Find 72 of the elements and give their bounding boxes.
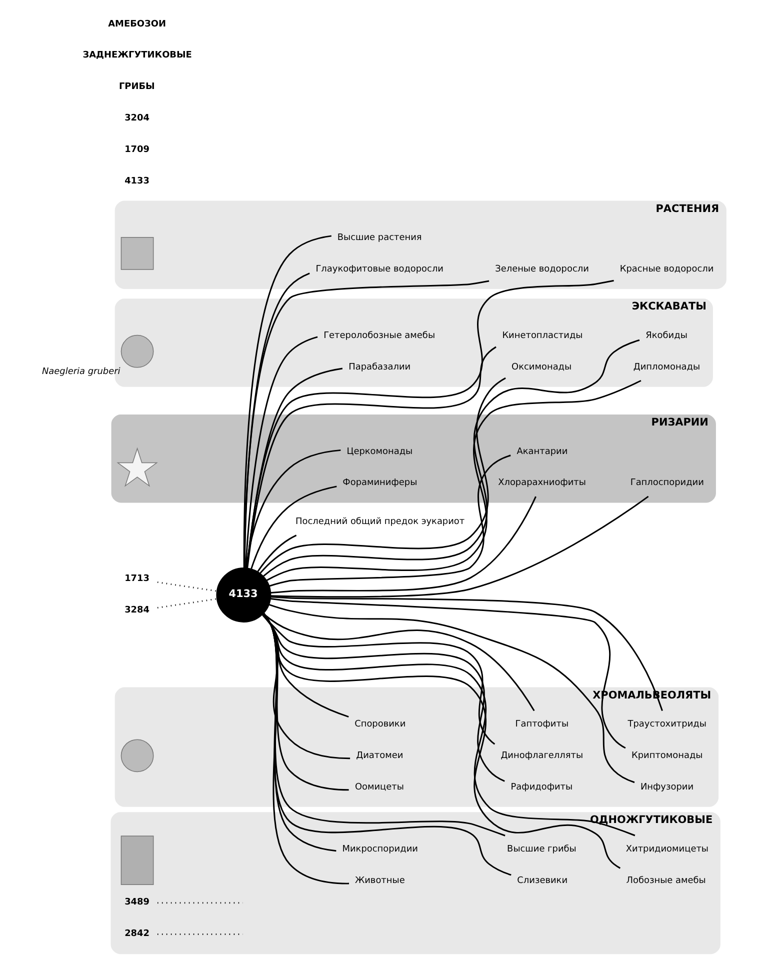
connector	[269, 454, 511, 587]
connector	[262, 614, 636, 836]
node-text: 3284	[124, 605, 150, 616]
node-circle: 4133	[216, 568, 272, 622]
node-text: Диатомеи	[356, 750, 404, 761]
connector	[157, 598, 217, 608]
node-box	[120, 237, 154, 270]
node-circle	[120, 739, 154, 772]
connector	[246, 280, 614, 568]
connector	[244, 272, 310, 568]
node-text: Траустохитриды	[628, 720, 706, 730]
node-text: Гаплоспоридии	[630, 478, 704, 488]
label: 3204	[124, 113, 150, 124]
node-text: Последний общий предок эукариот	[296, 517, 465, 528]
node-text: Зеленые водоросли	[495, 264, 589, 274]
connector	[244, 336, 318, 568]
node-text: 1713	[124, 574, 150, 584]
node-text: Хитридиомицеты	[626, 844, 709, 854]
connector	[263, 339, 640, 577]
node-text: Акантарии	[516, 446, 568, 457]
connector	[246, 368, 343, 568]
node-text: Хлорарахниофиты	[498, 478, 586, 488]
connector	[263, 613, 535, 712]
label: 1709	[124, 144, 150, 155]
node-text: Лобозные амебы	[626, 876, 706, 886]
node-text: Криптомонады	[631, 750, 703, 761]
node-text: Церкомонады	[346, 446, 413, 457]
node-text: Красные водоросли	[620, 264, 714, 274]
node-text: Споровики	[354, 720, 406, 730]
node-text: Слизевики	[517, 876, 568, 886]
node-star	[116, 447, 158, 487]
node-text: Инфузории	[640, 782, 694, 792]
connector	[263, 613, 506, 836]
node-circle	[120, 334, 154, 368]
connector	[244, 280, 490, 568]
connector	[263, 612, 512, 876]
node-text: 3489	[124, 897, 150, 908]
node-text: Парабазалии	[348, 362, 411, 372]
connector	[257, 534, 297, 572]
node-text: Динофлагелляты	[500, 750, 584, 761]
node-text: 2842	[124, 928, 150, 939]
node-person	[120, 836, 154, 885]
node-text: Высшие грибы	[507, 844, 576, 854]
connector	[246, 346, 496, 568]
node-text: Гетеролобозные амебы	[324, 330, 436, 341]
node-label: Naegleria gruberi	[42, 366, 120, 377]
node-text: Оомицеты	[354, 782, 404, 792]
node-text: Животные	[354, 876, 405, 886]
connector	[260, 377, 506, 574]
node-text: Глаукофитовые водоросли	[316, 264, 444, 274]
connector	[250, 486, 337, 570]
node-text: Фораминиферы	[342, 478, 418, 488]
connector	[270, 598, 626, 749]
label: АМЕБОЗОИ	[108, 19, 166, 30]
node-text: Якобиды	[646, 330, 688, 341]
connector	[262, 614, 621, 869]
node-text: Кинетопластиды	[502, 330, 583, 341]
connector	[266, 380, 642, 581]
node-text: Дипломонады	[633, 362, 700, 372]
label: 4133	[124, 176, 150, 186]
label: ГРИБЫ	[118, 82, 155, 92]
connector	[243, 235, 332, 568]
node-text: Гаптофиты	[515, 720, 569, 730]
connector	[157, 581, 217, 592]
node-text: Оксимонады	[512, 362, 572, 372]
connector	[270, 596, 663, 711]
connector	[262, 614, 505, 782]
label: ЗАДНЕЖГУТИКОВЫЕ	[82, 50, 192, 61]
node-text: Микроспоридии	[342, 844, 418, 854]
node-text: Высшие растения	[337, 233, 422, 244]
connector	[269, 604, 635, 784]
node-text: Рафидофиты	[510, 782, 573, 792]
